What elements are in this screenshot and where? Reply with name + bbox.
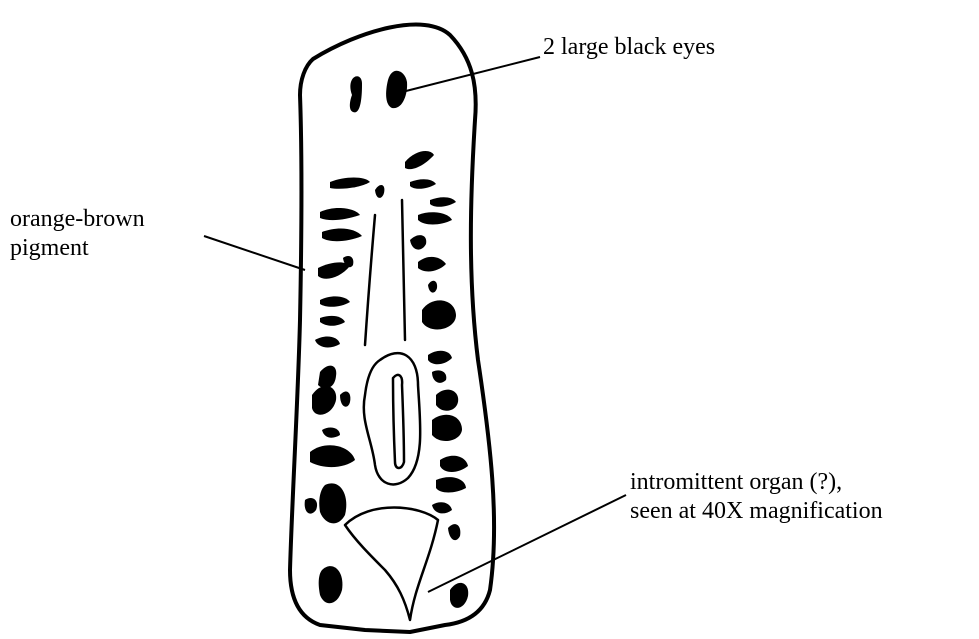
- pigment-label-line2: pigment: [10, 234, 145, 263]
- eyes-leader-line: [402, 57, 540, 92]
- eyes-label: 2 large black eyes: [543, 33, 715, 62]
- pigment-blob: [318, 262, 350, 278]
- pigment-blob: [450, 583, 468, 608]
- organ-label-line1: intromittent organ (?),: [630, 468, 883, 497]
- organ-label-line2: seen at 40X magnification: [630, 497, 883, 526]
- organ-leader-line: [428, 495, 626, 592]
- pigment-leader-line: [204, 236, 305, 270]
- pigment-blob: [436, 477, 466, 492]
- pigment-blobs-right: [405, 151, 468, 608]
- pigment-label-line1: orange-brown: [10, 205, 145, 234]
- right-eye: [386, 71, 407, 108]
- pharynx-inner: [393, 375, 404, 468]
- pigment-label: orange-brown pigment: [10, 205, 145, 263]
- pigment-blob: [375, 185, 384, 198]
- pigment-blob: [322, 229, 362, 242]
- pigment-blob: [428, 351, 452, 365]
- pigment-blob: [432, 415, 462, 441]
- pigment-blob: [410, 179, 436, 189]
- pigment-blob: [319, 483, 346, 523]
- organ-label: intromittent organ (?), seen at 40X magn…: [630, 468, 883, 526]
- pigment-blob: [320, 208, 360, 220]
- pigment-blob: [432, 502, 452, 513]
- pigment-blob: [418, 257, 446, 272]
- gut-left-line: [365, 215, 375, 345]
- pigment-blob: [310, 445, 355, 467]
- pigment-blob: [430, 197, 456, 207]
- pigment-blob: [410, 235, 426, 250]
- pigment-blob: [305, 498, 317, 514]
- pigment-blob: [440, 456, 468, 472]
- pigment-blob: [428, 281, 437, 293]
- pigment-blob: [330, 178, 370, 189]
- pharynx-outline: [364, 353, 420, 484]
- pigment-blob: [448, 524, 460, 540]
- pigment-blob: [322, 428, 340, 438]
- posterior-organ-outline: [345, 508, 438, 621]
- pigment-blob: [418, 212, 452, 224]
- left-eye: [350, 76, 362, 112]
- pigment-blob: [436, 390, 458, 411]
- body-outline: [290, 25, 494, 632]
- pigment-blob: [318, 366, 336, 389]
- pigment-blob: [340, 391, 350, 406]
- pigment-blob: [312, 386, 336, 415]
- pigment-blob: [320, 296, 350, 306]
- gut-right-line: [402, 200, 405, 340]
- pigment-blob: [422, 300, 456, 329]
- pigment-blob: [319, 566, 343, 603]
- pigment-blob: [405, 151, 434, 169]
- pigment-blob: [315, 337, 340, 348]
- pigment-blob: [320, 316, 345, 326]
- pigment-blob: [432, 370, 446, 382]
- eyes-label-text: 2 large black eyes: [543, 33, 715, 62]
